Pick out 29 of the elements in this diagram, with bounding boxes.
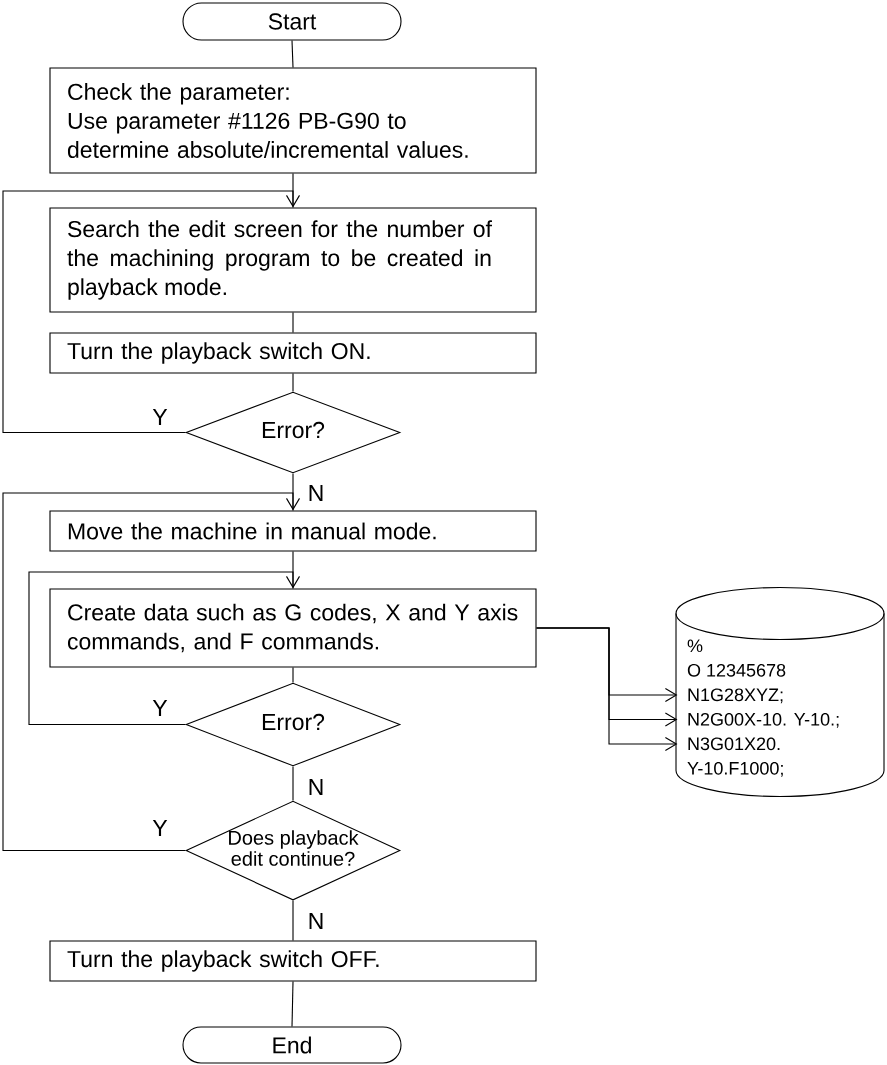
process-box: Turn the playback switch ON. xyxy=(49,332,537,374)
connector-line xyxy=(292,766,294,801)
node-label: N1G28XYZ; xyxy=(688,688,783,704)
process-box: Search the edit screen for the number of the machining program to be created in playback mode. xyxy=(49,207,537,313)
edge-label: Y xyxy=(151,819,169,837)
storage-cylinder: % O 12345678 N1G28XYZ; N2G00X-10. Y-10.; N3G01X20. Y-10.F1000; xyxy=(675,586,885,798)
node-label: N2G00X-10. Y-10.; xyxy=(688,712,839,728)
edge-label: Y xyxy=(151,699,169,717)
edge-label: N xyxy=(306,778,326,796)
arrow xyxy=(2,492,301,852)
process-box: Create data such as G codes, X and Y axis commands, and F commands. xyxy=(49,588,537,668)
connector-line xyxy=(292,312,294,333)
node-label: % xyxy=(687,639,703,653)
connector-line xyxy=(291,981,294,1027)
arrow xyxy=(28,571,301,726)
node-label: O 12345678 xyxy=(687,663,786,677)
process-box: Turn the playback switch OFF. xyxy=(49,940,537,982)
arrow xyxy=(2,190,301,434)
connector-line xyxy=(292,900,294,941)
arrow xyxy=(536,627,678,752)
edge-label: N xyxy=(306,484,326,502)
connector-line xyxy=(292,667,294,683)
connector-line xyxy=(291,40,294,68)
edge-label: Y xyxy=(151,408,169,426)
connector-line xyxy=(292,373,294,392)
process-box: Move the machine in manual mode. xyxy=(49,510,537,552)
node-label: N3G01X20. Y-10.F1000; xyxy=(687,737,783,777)
edge-label: N xyxy=(306,912,326,930)
process-box: Check the parameter: Use parameter #1126 PB-G90 to determine absolute/incremental values. xyxy=(49,67,537,174)
